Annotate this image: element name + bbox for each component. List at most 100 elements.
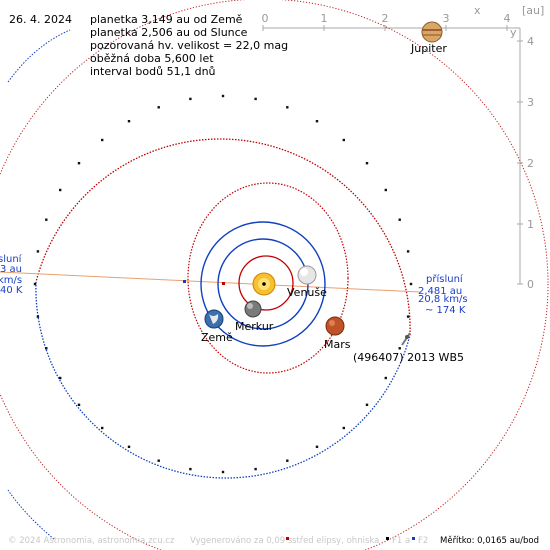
orbit-interval-dot: [59, 376, 62, 380]
orbit-interval-dot: [101, 426, 104, 430]
aphelion-title: sluní: [0, 253, 23, 265]
orbit-interval-dot: [77, 403, 81, 406]
orbit-interval-dot: [36, 250, 40, 253]
x-tick: 1: [321, 12, 328, 25]
aphelion-distance: 3 au: [0, 264, 22, 275]
legend-center: střed elipsy, ohniska: [292, 536, 379, 546]
mercury-label: Merkur: [235, 320, 274, 333]
orbit-interval-dot: [315, 120, 319, 123]
perihelion-speed: 20,8 km/s: [418, 294, 468, 305]
mars-label: Mars: [324, 338, 351, 351]
orbit-interval-dot: [406, 315, 410, 318]
copyright: © 2024 Astronomia, astronomia.zcu.cz: [8, 536, 175, 546]
orbit-interval-dot: [406, 250, 410, 253]
mercury-orbit: [238, 255, 294, 311]
orbit-interval-dot: [384, 188, 387, 192]
orbit-interval-dot: [286, 106, 289, 109]
earth-planet: [204, 309, 224, 329]
asteroid-orbit: [33, 94, 413, 479]
axis-unit: [au]: [522, 4, 544, 17]
y-tick: 3: [527, 96, 534, 109]
venus-label: Venuše: [287, 286, 327, 299]
y-tick: 0: [527, 278, 534, 291]
info-line: planetka 3,149 au od Země: [90, 13, 243, 26]
aphelion-speed: km/s: [0, 275, 22, 286]
info-line: oběžná doba 5,600 let: [90, 52, 214, 65]
orbit-interval-dot: [127, 120, 131, 123]
legend-f1-swatch: [386, 537, 389, 540]
orbit-interval-dot: [45, 218, 48, 221]
y-tick: 2: [527, 157, 534, 170]
mars-orbit: [187, 182, 349, 374]
earth-orbit: [200, 221, 326, 347]
orbit-interval-dot: [157, 106, 160, 109]
orbit-interval-dot: [398, 218, 401, 221]
orbit-interval-dot: [409, 282, 413, 286]
x-tick: 4: [504, 12, 511, 25]
outer-arc-topleft: [7, 29, 71, 83]
orbit-interval-dot: [342, 138, 345, 142]
orbit-interval-dots: [33, 94, 413, 474]
axes: 0 1 2 3 4 x [au] y 4 3 2 1 0: [262, 4, 545, 291]
legend-f2: F2: [418, 536, 428, 546]
aphelion-temp: 40 K: [0, 285, 23, 296]
orbit-interval-dot: [157, 459, 160, 462]
y-axis-label: y: [510, 26, 517, 39]
legend-f2-swatch: [412, 537, 415, 540]
orbit-interval-dot: [365, 403, 369, 406]
orbit-interval-dot: [254, 467, 257, 471]
venus-planet: [297, 265, 317, 285]
focus-f2-marker: [183, 280, 186, 283]
legend-f1: F1 a: [392, 536, 410, 546]
orbit-interval-dot: [127, 445, 131, 448]
orbit-interval-dot: [221, 94, 225, 98]
orbit-interval-dot: [36, 315, 40, 318]
orbit-interval-dot: [365, 162, 369, 165]
orbit-interval-dot: [286, 459, 289, 462]
x-tick: 3: [443, 12, 450, 25]
generated-time: Vygenerováno za 0,09 s: [190, 536, 293, 546]
info-line: pozorovaná hv. velikost = 22,0 mag: [90, 39, 288, 52]
y-tick: 4: [527, 35, 534, 48]
sun: [252, 272, 276, 296]
outer-arc-bottomleft: [7, 489, 56, 541]
earth-label: Země: [201, 331, 233, 344]
orbit-interval-dot: [33, 282, 37, 286]
asteroid-marker: [401, 332, 411, 346]
info-line: interval bodů 51,1 dnů: [90, 65, 216, 78]
aphelion-info: sluní 3 au km/s 40 K: [0, 253, 23, 296]
mercury-planet: [244, 300, 262, 318]
orbit-interval-dot: [59, 188, 62, 192]
ellipse-center-marker: [222, 282, 225, 285]
asteroid-label: (496407) 2013 WB5: [353, 351, 464, 364]
orbit-interval-dot: [254, 97, 257, 101]
orbit-interval-dot: [77, 162, 81, 165]
perihelion-temp: ~ 174 K: [425, 305, 466, 316]
orbit-interval-dot: [398, 347, 401, 350]
scale-label: Měřítko: 0,0165 au/bod: [440, 536, 539, 546]
date-label: 26. 4. 2024: [9, 13, 72, 26]
orbit-interval-dot: [342, 426, 345, 430]
x-axis-label: x: [474, 4, 481, 17]
orbit-interval-dot: [384, 376, 387, 380]
perihelion-title: přísluní: [426, 273, 464, 285]
x-tick: 2: [382, 12, 389, 25]
orbit-interval-dot: [189, 467, 192, 471]
footer: © 2024 Astronomia, astronomia.zcu.cz Vyg…: [8, 536, 539, 546]
x-tick: 0: [262, 12, 269, 25]
jupiter-planet: [421, 21, 443, 43]
perihelion-distance: 2,481 au: [418, 286, 462, 297]
legend-center-swatch: [286, 537, 289, 540]
perihelion-info: přísluní 2,481 au 20,8 km/s ~ 174 K: [418, 273, 468, 316]
orbit-interval-dot: [45, 347, 48, 350]
jupiter-label: Jupiter: [410, 42, 447, 55]
y-tick: 1: [527, 218, 534, 231]
info-line: planetka 2,506 au od Slunce: [90, 26, 248, 39]
info-block: planetka 3,149 au od Země planetka 2,506…: [90, 13, 288, 78]
orbit-interval-dot: [189, 97, 192, 101]
orbit-interval-dot: [101, 138, 104, 142]
orbit-interval-dot: [221, 470, 225, 474]
apsidal-line: [0, 271, 421, 293]
